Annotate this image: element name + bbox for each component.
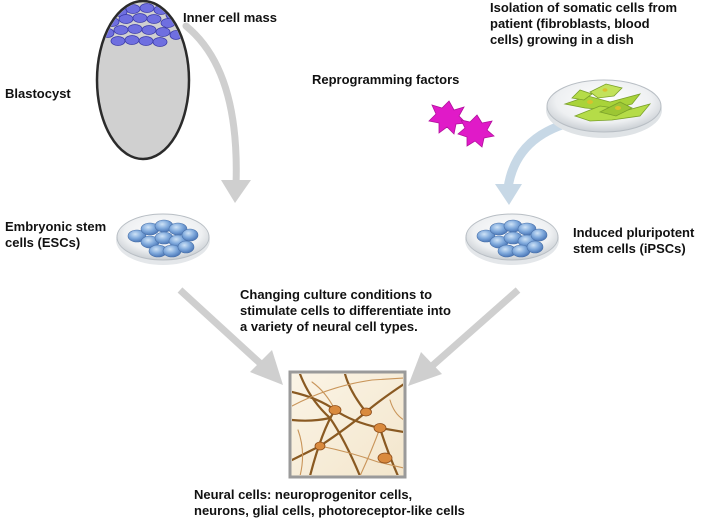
- label-ipscs: Induced pluripotent stem cells (iPSCs): [573, 225, 695, 256]
- ipsc-dish-icon: [465, 213, 559, 265]
- label-blastocyst: Blastocyst: [5, 86, 71, 101]
- esc-dish-icon: [116, 213, 210, 265]
- label-culture-conditions: Changing culture conditions to stimulate…: [240, 287, 451, 334]
- neural-cells-image: [288, 370, 407, 479]
- label-reprogramming-factors: Reprogramming factors: [312, 72, 460, 87]
- arrow-icm-to-esc: [182, 22, 251, 203]
- arrow-esc-to-neural: [177, 287, 283, 385]
- arrow-somatic-to-ipsc: [495, 119, 570, 205]
- magenta-star-icon: [428, 100, 495, 148]
- label-inner-cell-mass: Inner cell mass: [183, 10, 277, 25]
- fibroblast-cells-icon: [563, 83, 652, 122]
- inner-cell-mass-icon: [101, 3, 183, 47]
- label-neural-cells: Neural cells: neuroprogenitor cells, neu…: [194, 487, 465, 518]
- blastocyst-egg-icon: [95, 0, 191, 161]
- arrow-ipsc-to-neural: [408, 287, 521, 386]
- label-somatic-isolation: Isolation of somatic cells from patient …: [490, 0, 678, 47]
- label-escs: Embryonic stem cells (ESCs): [5, 219, 107, 250]
- somatic-dish-icon: [546, 79, 662, 138]
